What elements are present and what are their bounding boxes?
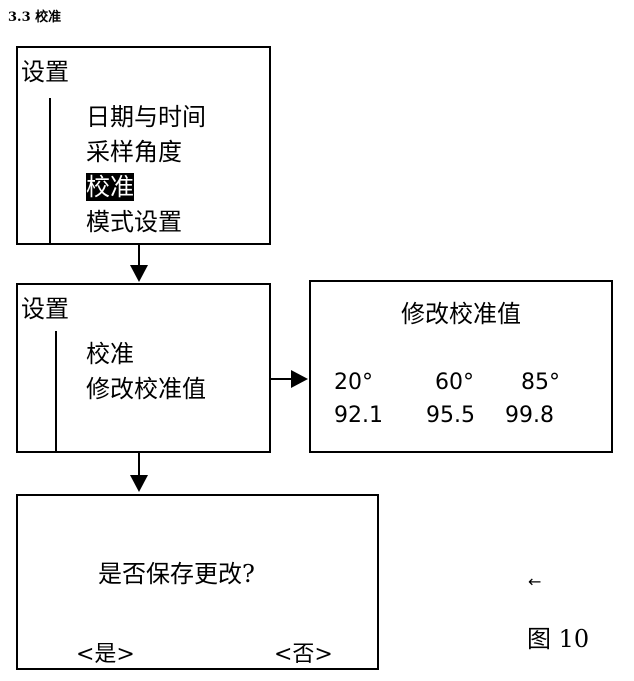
left-arrow-icon: ← — [528, 572, 542, 591]
menu-item-mode-settings[interactable]: 模式设置 — [86, 208, 182, 236]
section-heading: 3.3 校准 — [8, 10, 62, 25]
arrow-down-icon — [130, 265, 148, 282]
settings-menu-screen: 设置 日期与时间 采样角度 校准 模式设置 — [16, 46, 271, 245]
menu-list: 校准 修改校准值 — [86, 337, 206, 407]
value-60[interactable]: 95.5 — [426, 403, 475, 428]
angle-85: 85° — [521, 370, 560, 395]
flow-arrow-shaft — [138, 245, 140, 267]
flow-arrow-shaft — [271, 378, 293, 380]
menu-item-calibration[interactable]: 校准 — [86, 173, 134, 201]
screen-title: 修改校准值 — [401, 300, 521, 328]
tree-line — [55, 331, 57, 453]
no-button[interactable]: <否> — [274, 642, 333, 667]
figure-caption: 图 10 — [527, 625, 590, 653]
flow-arrow-shaft — [138, 453, 140, 477]
value-20[interactable]: 92.1 — [334, 403, 383, 428]
menu-item-modify-calibration[interactable]: 修改校准值 — [86, 375, 206, 403]
yes-button[interactable]: <是> — [76, 642, 135, 667]
calibration-submenu-screen: 设置 校准 修改校准值 — [16, 283, 271, 453]
arrow-down-icon — [130, 475, 148, 492]
modify-calibration-screen: 修改校准值 20° 60° 85° 92.1 95.5 99.8 — [309, 280, 613, 453]
arrow-right-icon — [291, 370, 308, 388]
value-85[interactable]: 99.8 — [505, 403, 554, 428]
tree-line — [49, 98, 51, 245]
menu-title: 设置 — [21, 58, 69, 86]
menu-title: 设置 — [21, 295, 69, 323]
menu-item-sampling-angle[interactable]: 采样角度 — [86, 138, 182, 166]
menu-item-calibrate[interactable]: 校准 — [86, 340, 134, 368]
angle-20: 20° — [334, 370, 373, 395]
menu-item-date-time[interactable]: 日期与时间 — [86, 103, 206, 131]
save-prompt: 是否保存更改? — [98, 560, 255, 588]
angle-60: 60° — [435, 370, 474, 395]
save-confirm-screen: 是否保存更改? <是> <否> — [16, 494, 379, 670]
menu-list: 日期与时间 采样角度 校准 模式设置 — [86, 100, 206, 240]
